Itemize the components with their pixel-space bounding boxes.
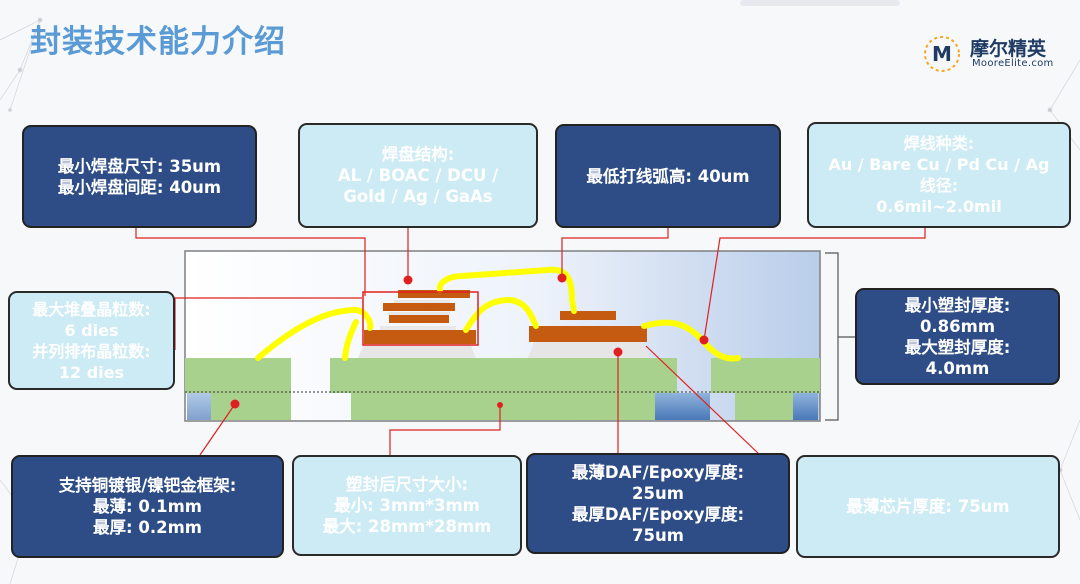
callout-pad-structure: 焊盘结构: AL / BOAC / DCU / Gold / Ag / GaAs (298, 123, 538, 228)
callout-pad-size: 最小焊盘尺寸: 35um 最小焊盘间距: 40um (22, 125, 257, 228)
stack-highlight-box (362, 291, 479, 346)
lead-frame-bottom (187, 393, 818, 420)
callout-package-size: 塑封后尺寸大小: 最小: 3mm*3mm 最大: 28mm*28mm (292, 455, 522, 556)
company-logo: M 摩尔精英 MooreElite.com (922, 30, 1072, 78)
lead-frame-substrate (185, 358, 820, 420)
logo-english-name: MooreElite.com (972, 58, 1054, 69)
die-side-by-side (529, 326, 647, 342)
svg-text:M: M (932, 42, 952, 66)
dies (364, 290, 647, 344)
callout-die-thickness: 最薄芯片厚度: 75um (796, 455, 1060, 558)
callout-wire-type: 焊线种类: Au / Bare Cu / Pd Cu / Ag 线径: 0.6m… (807, 122, 1071, 228)
leader-dots (230, 273, 709, 409)
logo-chinese-name: 摩尔精英 (970, 38, 1047, 60)
callout-mold-thickness: 最小塑封厚度: 0.86mm 最大塑封厚度: 4.0mm (855, 288, 1060, 385)
die-side-top (560, 311, 616, 320)
moore-elite-logo-icon: M (924, 36, 960, 72)
die-stack-bottom (364, 330, 476, 344)
page-title: 封装技术能力介绍 (30, 24, 286, 60)
callout-die-count: 最大堆叠晶粒数: 6 dies 并列排布晶粒数: 12 dies (8, 291, 175, 390)
top-tab-decoration (740, 0, 900, 6)
callout-daf-thickness: 最薄DAF/Epoxy厚度: 25um 最厚DAF/Epoxy厚度: 75um (526, 453, 790, 554)
callout-loop-height: 最低打线弧高: 40um (555, 124, 781, 228)
die-stack-top (398, 290, 470, 298)
callout-lead-frame: 支持铜镀银/镍钯金框架: 最薄: 0.1mm 最厚: 0.2mm (11, 455, 284, 558)
leader-lines (135, 228, 926, 456)
die-stack-3 (383, 303, 455, 311)
die-stack-2 (389, 315, 449, 323)
